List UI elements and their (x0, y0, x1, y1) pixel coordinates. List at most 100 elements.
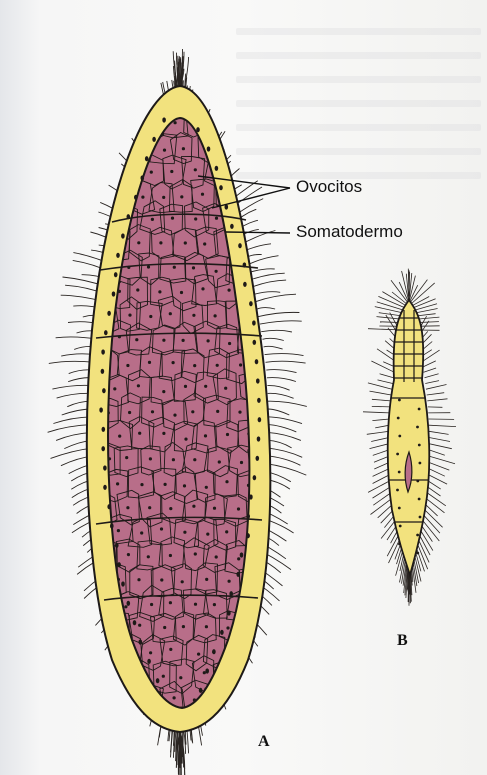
ovocyte-nucleus (172, 458, 175, 461)
ovocyte-cell (249, 683, 275, 715)
somatoderm-nucleus (256, 378, 260, 383)
somatoderm-nucleus (246, 514, 250, 519)
ovocyte-nucleus (226, 433, 229, 436)
cilium-b (429, 431, 449, 434)
cilium-b (371, 361, 394, 372)
somatoderm-nucleus (121, 581, 125, 586)
ovocyte-nucleus (118, 290, 121, 293)
ovocyte-nucleus (192, 266, 195, 269)
ovocyte-nucleus (128, 314, 131, 317)
ovocyte-nucleus (140, 531, 143, 534)
ovocyte-nucleus (149, 457, 152, 460)
ovocyte-nucleus (237, 507, 240, 510)
somatoderm-nucleus (121, 233, 125, 238)
ovocyte-nucleus (194, 217, 197, 220)
cilium-b (425, 492, 446, 506)
ovocyte-nucleus (141, 196, 144, 199)
ovocyte-nucleus (184, 241, 187, 244)
somatoderm-nucleus (252, 320, 256, 325)
cilium-a (267, 386, 289, 391)
ovocyte-nucleus (201, 193, 204, 196)
ovocyte-nucleus (105, 699, 108, 702)
ovocyte-cell (237, 133, 261, 163)
cilium-b (428, 468, 445, 476)
ovocyte-nucleus (136, 288, 139, 291)
cilium-a (266, 370, 296, 373)
ovocyte-nucleus (163, 626, 166, 629)
somatoderm-nucleus-b (399, 525, 402, 528)
ovocyte-nucleus (149, 315, 152, 318)
somatoderm-nucleus-b (418, 408, 421, 411)
ovocyte-nucleus (162, 196, 165, 199)
somatoderm-nucleus (196, 127, 200, 132)
cilium-b (370, 444, 390, 449)
label-somatodermo: Somatodermo (296, 222, 403, 242)
ovocyte-nucleus (148, 361, 151, 364)
ovocyte-nucleus (127, 125, 130, 128)
ovocyte-nucleus (201, 287, 204, 290)
ovocyte-cell (106, 709, 133, 742)
ovocyte-nucleus (113, 387, 116, 390)
somatoderm-nucleus-b (416, 552, 419, 555)
cilium-a (264, 346, 283, 349)
ovocyte-nucleus (262, 650, 265, 653)
cilium-b (426, 385, 447, 390)
ovocyte-nucleus (108, 457, 111, 460)
ovocyte-nucleus (205, 578, 208, 581)
ovocyte-nucleus (193, 458, 196, 461)
ovocyte-nucleus (181, 580, 184, 583)
somatoderm-nucleus (240, 552, 244, 557)
cilium-b (372, 399, 391, 401)
somatoderm-nucleus (243, 282, 247, 287)
somatoderm-nucleus (246, 533, 250, 538)
ovocyte-cell (92, 681, 118, 716)
ovocyte-nucleus (147, 265, 150, 268)
ovocyte-nucleus (193, 698, 196, 701)
ovocyte-nucleus (197, 653, 200, 656)
cilium-a (52, 385, 92, 389)
ovocyte-nucleus (270, 148, 273, 151)
ovocyte-nucleus (227, 149, 230, 152)
somatoderm-nucleus-b (416, 480, 419, 483)
ovocyte-nucleus (160, 578, 163, 581)
somatoderm-nucleus (257, 436, 261, 441)
ovocyte-nucleus (173, 266, 176, 269)
ovocyte-nucleus (128, 411, 131, 414)
ovocyte-nucleus (269, 386, 272, 389)
somatoderm-nucleus (238, 243, 242, 248)
ovocyte-nucleus (215, 270, 218, 273)
cilium-b (368, 480, 391, 492)
somatoderm-nucleus (220, 630, 224, 635)
somatoderm-nucleus-b (416, 426, 419, 429)
ovocyte-nucleus (194, 552, 197, 555)
cilium-a (261, 330, 292, 332)
cilium-a (257, 308, 275, 310)
ovocyte-nucleus (182, 147, 185, 150)
cilium-b (427, 393, 445, 395)
ovocyte-nucleus (148, 506, 151, 509)
somatoderm-nucleus (117, 562, 121, 567)
ovocyte-nucleus (126, 506, 129, 509)
ovocyte-nucleus (182, 625, 185, 628)
somatoderm-nucleus-b (419, 462, 422, 465)
somatoderm-nucleus (255, 456, 259, 461)
ovocyte-nucleus (151, 410, 154, 413)
cilium-b (373, 450, 389, 456)
ovocyte-nucleus (192, 314, 195, 317)
ovocyte-nucleus (169, 507, 172, 510)
somatoderm-nucleus-b (398, 399, 401, 402)
ovocyte-nucleus (162, 675, 165, 678)
ovocyte-nucleus (182, 339, 185, 342)
cilium-a (263, 338, 284, 340)
ovocyte-cell (248, 109, 272, 141)
somatoderm-nucleus (236, 572, 240, 577)
ovocyte-nucleus (204, 434, 207, 437)
somatoderm-nucleus-b (416, 534, 419, 537)
somatoderm-nucleus (162, 117, 166, 122)
ovocyte-nucleus (228, 580, 231, 583)
cilium-b (429, 425, 456, 426)
ovocyte-nucleus (159, 241, 162, 244)
ovocyte-cell (261, 659, 283, 691)
ovocyte-nucleus (125, 456, 128, 459)
